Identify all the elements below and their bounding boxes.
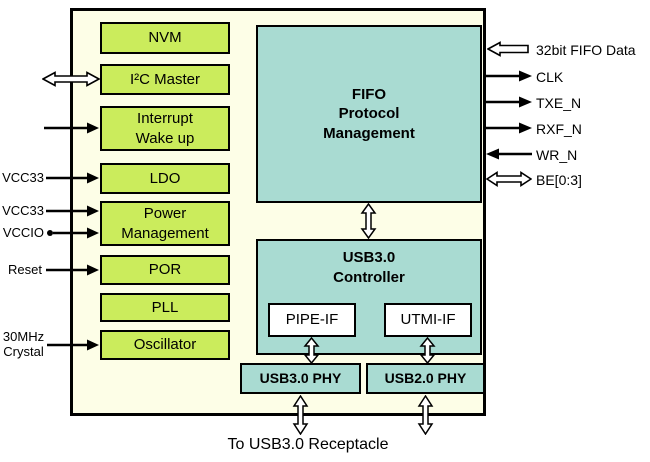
block-pipe-if: PIPE-IF [268,303,356,337]
receptacle-caption: To USB3.0 Receptacle [227,436,389,453]
block-pll: PLL [100,293,230,322]
signal-label-be: BE[0:3] [536,172,582,188]
signal-label-30mhz-crystal: 30MHz Crystal [2,329,45,359]
block-utmi-if: UTMI-IF [384,303,472,337]
fifo-controller-arrow-icon [360,203,377,239]
signal-label-reset: Reset [8,262,42,277]
signal-label-vcc33-pm: VCC33 [2,203,44,218]
block-fifo-protocol-management: FIFO Protocol Management [256,25,482,203]
fifo-data-bus-arrow-icon [487,41,529,57]
vcc33-ldo-arrow-icon [46,172,99,184]
block-oscillator: Oscillator [100,330,230,360]
signal-label-txe: TXE_N [536,95,582,111]
block-power-management: Power Management [100,201,230,246]
block-i2c-master: I²C Master [100,64,230,95]
interrupt-arrow-icon [44,122,99,134]
block-por: POR [100,255,230,285]
signal-label-rxf: RXF_N [536,121,582,137]
txe-arrow-icon [486,96,532,108]
wr-arrow-icon [486,148,532,160]
usb3phy-receptacle-arrow-icon [292,395,309,435]
block-ldo: LDO [100,163,230,194]
clk-arrow-icon [486,70,532,82]
block-interrupt-wakeup: Interrupt Wake up [100,106,230,151]
signal-label-vcc33-ldo: VCC33 [2,170,44,185]
block-usb3-controller: USB3.0 Controller [256,239,482,355]
usb2phy-receptacle-arrow-icon [417,395,434,435]
rxf-arrow-icon [486,122,532,134]
utmi-usb2phy-arrow-icon [419,337,436,364]
vccio-arrow-icon [47,227,99,239]
crystal-arrow-icon [47,339,99,351]
vcc33-pm-arrow-icon [46,205,99,217]
block-nvm: NVM [100,22,230,54]
block-usb3-phy: USB3.0 PHY [240,363,361,394]
signal-label-fifo-data: 32bit FIFO Data [536,42,636,58]
be-bidirectional-arrow-icon [486,171,532,187]
block-usb2-phy: USB2.0 PHY [366,363,485,394]
signal-label-clk: CLK [536,69,564,85]
signal-label-wr: WR_N [536,147,578,163]
pipe-usb3phy-arrow-icon [303,337,320,364]
reset-arrow-icon [46,264,99,276]
signal-label-vccio: VCCIO [2,225,44,240]
i2c-bidirectional-arrow-icon [42,71,100,87]
